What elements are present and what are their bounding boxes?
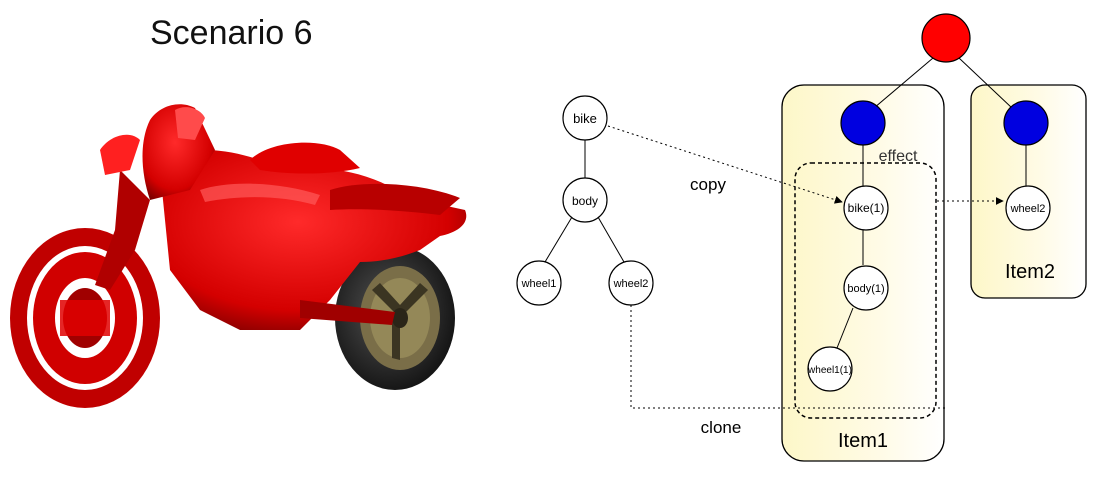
root-node [921,13,971,63]
copy-label: copy [690,175,726,194]
scenario-title: Scenario 6 [150,14,313,52]
node-bike: bike [562,95,608,141]
node-body-label: body [572,194,598,208]
motorcycle-illustration [10,104,467,408]
node-wheel2-label: wheel2 [613,278,649,290]
effect-label: effect [879,148,918,165]
node-body: body [562,177,608,223]
clone-label: clone [701,418,742,437]
source-tree: bike body wheel1 wheel2 [516,95,654,306]
node-item2-wheel2-label: wheel2 [1010,203,1046,215]
node-wheel1-1-label: wheel1(1) [807,365,852,376]
clone-edge: clone [630,305,946,437]
item2-label: Item2 [1005,261,1055,283]
item1-node [840,100,886,146]
node-wheel1-1: wheel1(1) [807,346,853,392]
rear-wheel [335,246,455,390]
item2-node [1003,100,1049,146]
node-wheel1-label: wheel1 [521,278,557,290]
item1-label: Item1 [838,430,888,452]
node-body-1-label: body(1) [847,283,884,295]
node-bike-1: bike(1) [843,185,889,231]
copy-edge: copy [607,125,843,204]
node-wheel2: wheel2 [608,260,654,306]
node-bike-1-label: bike(1) [848,201,885,215]
node-body-1: body(1) [843,265,889,311]
front-wheel [10,228,160,408]
node-bike-label: bike [573,111,597,126]
node-item2-wheel2: wheel2 [1005,185,1051,231]
effect-region: effect [794,148,937,419]
node-wheel1: wheel1 [516,260,562,306]
